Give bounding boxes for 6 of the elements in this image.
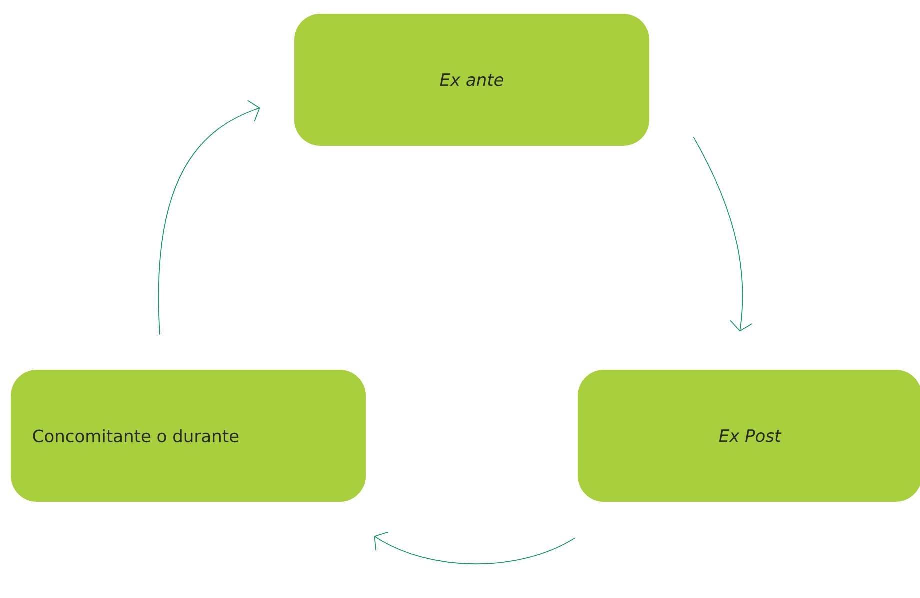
arrow	[693, 136, 753, 332]
process-box: Ex ante	[294, 14, 650, 146]
process-box: Ex Post	[578, 370, 920, 502]
process-box: Concomitante o durante	[11, 370, 366, 502]
arrow	[374, 532, 576, 565]
arrow	[158, 100, 260, 336]
